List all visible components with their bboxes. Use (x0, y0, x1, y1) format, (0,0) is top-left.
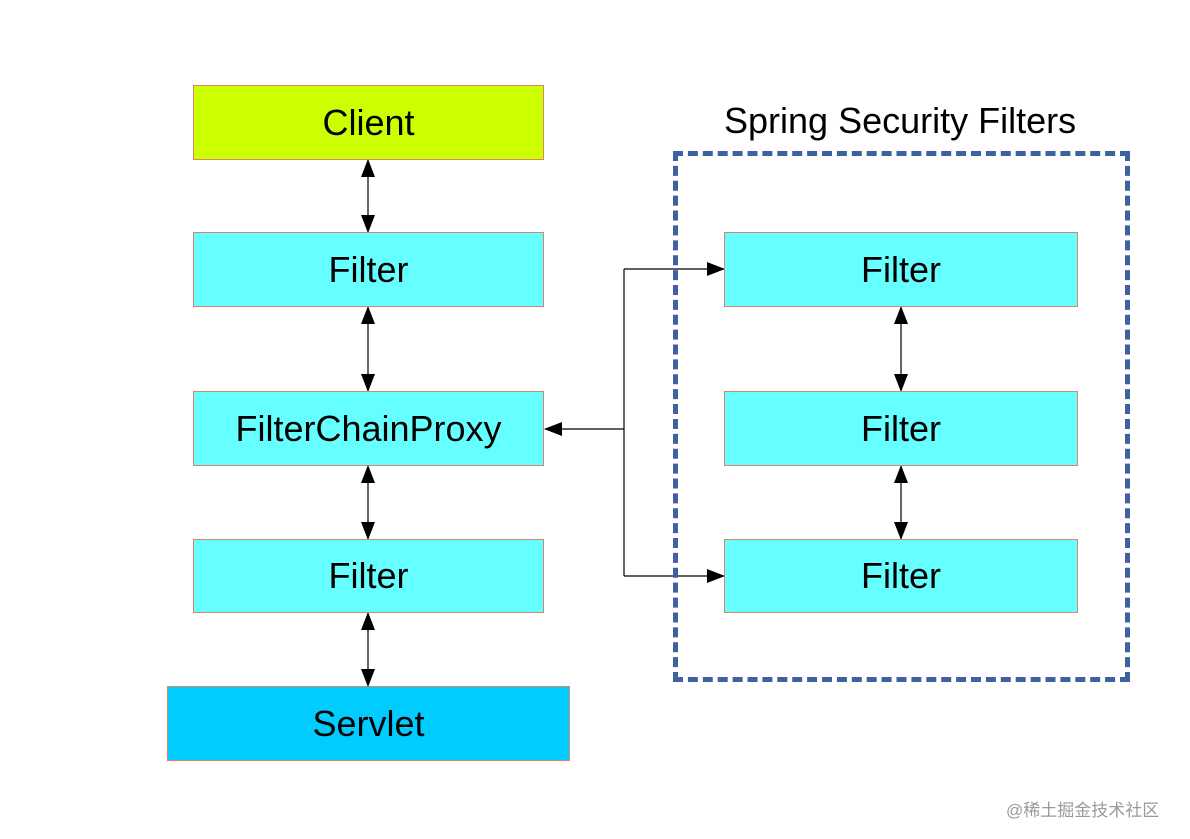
security-group-border (673, 151, 1130, 682)
security-filter-label: Filter (861, 555, 941, 596)
client-label: Client (322, 101, 415, 143)
filter-chain-proxy-label: FilterChainProxy (235, 407, 502, 449)
filter-box-top: Filter (193, 232, 544, 307)
security-filter-label: Filter (861, 248, 941, 290)
filter-box-bottom: Filter (193, 539, 544, 613)
watermark: @稀土掘金技术社区 (1006, 801, 1160, 820)
client-box: Client (193, 85, 544, 160)
security-filter-box-3: Filter (724, 539, 1078, 613)
servlet-box: Servlet (167, 686, 570, 761)
security-filter-box-1: Filter (724, 232, 1078, 307)
security-filter-label: Filter (861, 407, 941, 449)
security-filter-box-2: Filter (724, 391, 1078, 466)
security-group-title: Spring Security Filters (724, 100, 1077, 141)
filter-label: Filter (328, 555, 409, 596)
filter-label: Filter (328, 248, 409, 290)
filter-chain-proxy-box: FilterChainProxy (193, 391, 544, 466)
servlet-label: Servlet (312, 702, 425, 744)
